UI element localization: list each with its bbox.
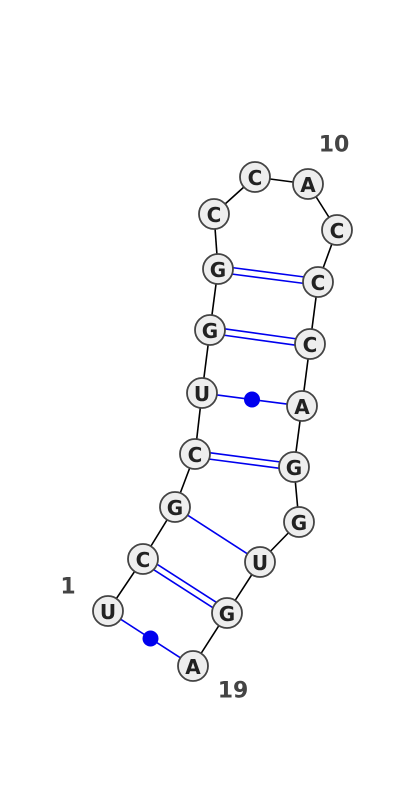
base-pair-2-18-line-a (153, 569, 214, 609)
nucleotide-13: C (294, 328, 326, 360)
nucleotide-circle (159, 491, 191, 523)
nucleotide-label: C (330, 219, 345, 243)
base-pair-4-15 (209, 451, 280, 470)
nucleotide-label: G (210, 258, 226, 282)
nucleotide-circle (194, 314, 226, 346)
nucleotide-15: G (278, 451, 310, 483)
nucleotide-circle (179, 438, 211, 470)
nucleotide-10: A (292, 168, 324, 200)
nucleotide-circle (92, 595, 124, 627)
nucleotide-8: C (198, 198, 230, 230)
position-label-1: 1 (60, 575, 75, 600)
nucleotide-label: C (303, 333, 318, 357)
nucleotide-12: C (302, 266, 334, 298)
nucleotide-circle (321, 214, 353, 246)
nucleotide-label: C (136, 548, 151, 572)
nucleotide-circle (239, 161, 271, 193)
base-pair-2-18-line-b (156, 563, 217, 603)
nucleotide-label: C (207, 203, 222, 227)
base-pair-7-12-line-b (233, 266, 304, 278)
nucleotide-circle (127, 543, 159, 575)
nucleotide-circle (211, 597, 243, 629)
nucleotide-19: A (177, 650, 209, 682)
nucleotide-18: G (211, 597, 243, 629)
nucleotide-label: A (300, 173, 316, 197)
base-pair-6-13-line-b (225, 328, 296, 340)
nucleotide-label: A (294, 395, 310, 419)
base-pair-7-12 (232, 266, 304, 285)
nucleotide-circle (186, 377, 218, 409)
nucleotide-circle (302, 266, 334, 298)
base-pair-3-17 (187, 514, 248, 555)
nucleotide-circle (202, 253, 234, 285)
base-pair-1-19-wobble-dot (142, 630, 159, 647)
nucleotide-label: G (202, 319, 218, 343)
base-pair-6-13 (224, 328, 296, 346)
nucleotide-16: G (283, 506, 315, 538)
nucleotide-7: G (202, 253, 234, 285)
nucleotide-label: C (188, 443, 203, 467)
nucleotide-label: A (185, 655, 201, 679)
nucleotide-label: C (311, 271, 326, 295)
nucleotide-label: G (167, 496, 183, 520)
position-label-10: 10 (319, 133, 350, 158)
base-pair-2-18 (153, 563, 217, 609)
base-pair-5-14-wobble-dot (244, 391, 260, 408)
nucleotide-circle (286, 390, 318, 422)
nucleotide-5: U (186, 377, 218, 409)
nucleotide-label: C (248, 166, 263, 190)
nucleotide-14: A (286, 390, 318, 422)
base-pair-4-15-line-a (209, 458, 279, 470)
nucleotide-4: C (179, 438, 211, 470)
nucleotide-label: U (100, 600, 116, 624)
nucleotide-circle (198, 198, 230, 230)
base-pair-7-12-line-a (232, 273, 303, 285)
nucleotide-1: U (92, 595, 124, 627)
base-pair-4-15-line-b (210, 451, 280, 463)
nucleotide-circle (292, 168, 324, 200)
nucleotide-label: G (291, 511, 307, 535)
base-pair-5-14 (216, 391, 288, 408)
nucleotide-11: C (321, 214, 353, 246)
nucleotide-label: G (219, 602, 235, 626)
nucleotide-9: C (239, 161, 271, 193)
position-label-19: 19 (218, 679, 249, 704)
nucleotide-label: U (252, 551, 268, 575)
base-pair-6-13-line-a (224, 334, 295, 346)
nucleotide-6: G (194, 314, 226, 346)
nucleotide-2: C (127, 543, 159, 575)
nucleotide-circle (177, 650, 209, 682)
nucleotide-label: G (286, 456, 302, 480)
base-pair-layer (120, 266, 304, 659)
base-pair-1-19 (120, 618, 181, 659)
nucleotide-3: G (159, 491, 191, 523)
nucleotide-circle (278, 451, 310, 483)
nucleotide-circle (294, 328, 326, 360)
nucleotide-circle (283, 506, 315, 538)
position-label-layer: 1 10 19 (60, 133, 349, 704)
nucleotide-circle (244, 546, 276, 578)
nucleotide-17: U (244, 546, 276, 578)
nucleotide-label: U (194, 382, 210, 406)
